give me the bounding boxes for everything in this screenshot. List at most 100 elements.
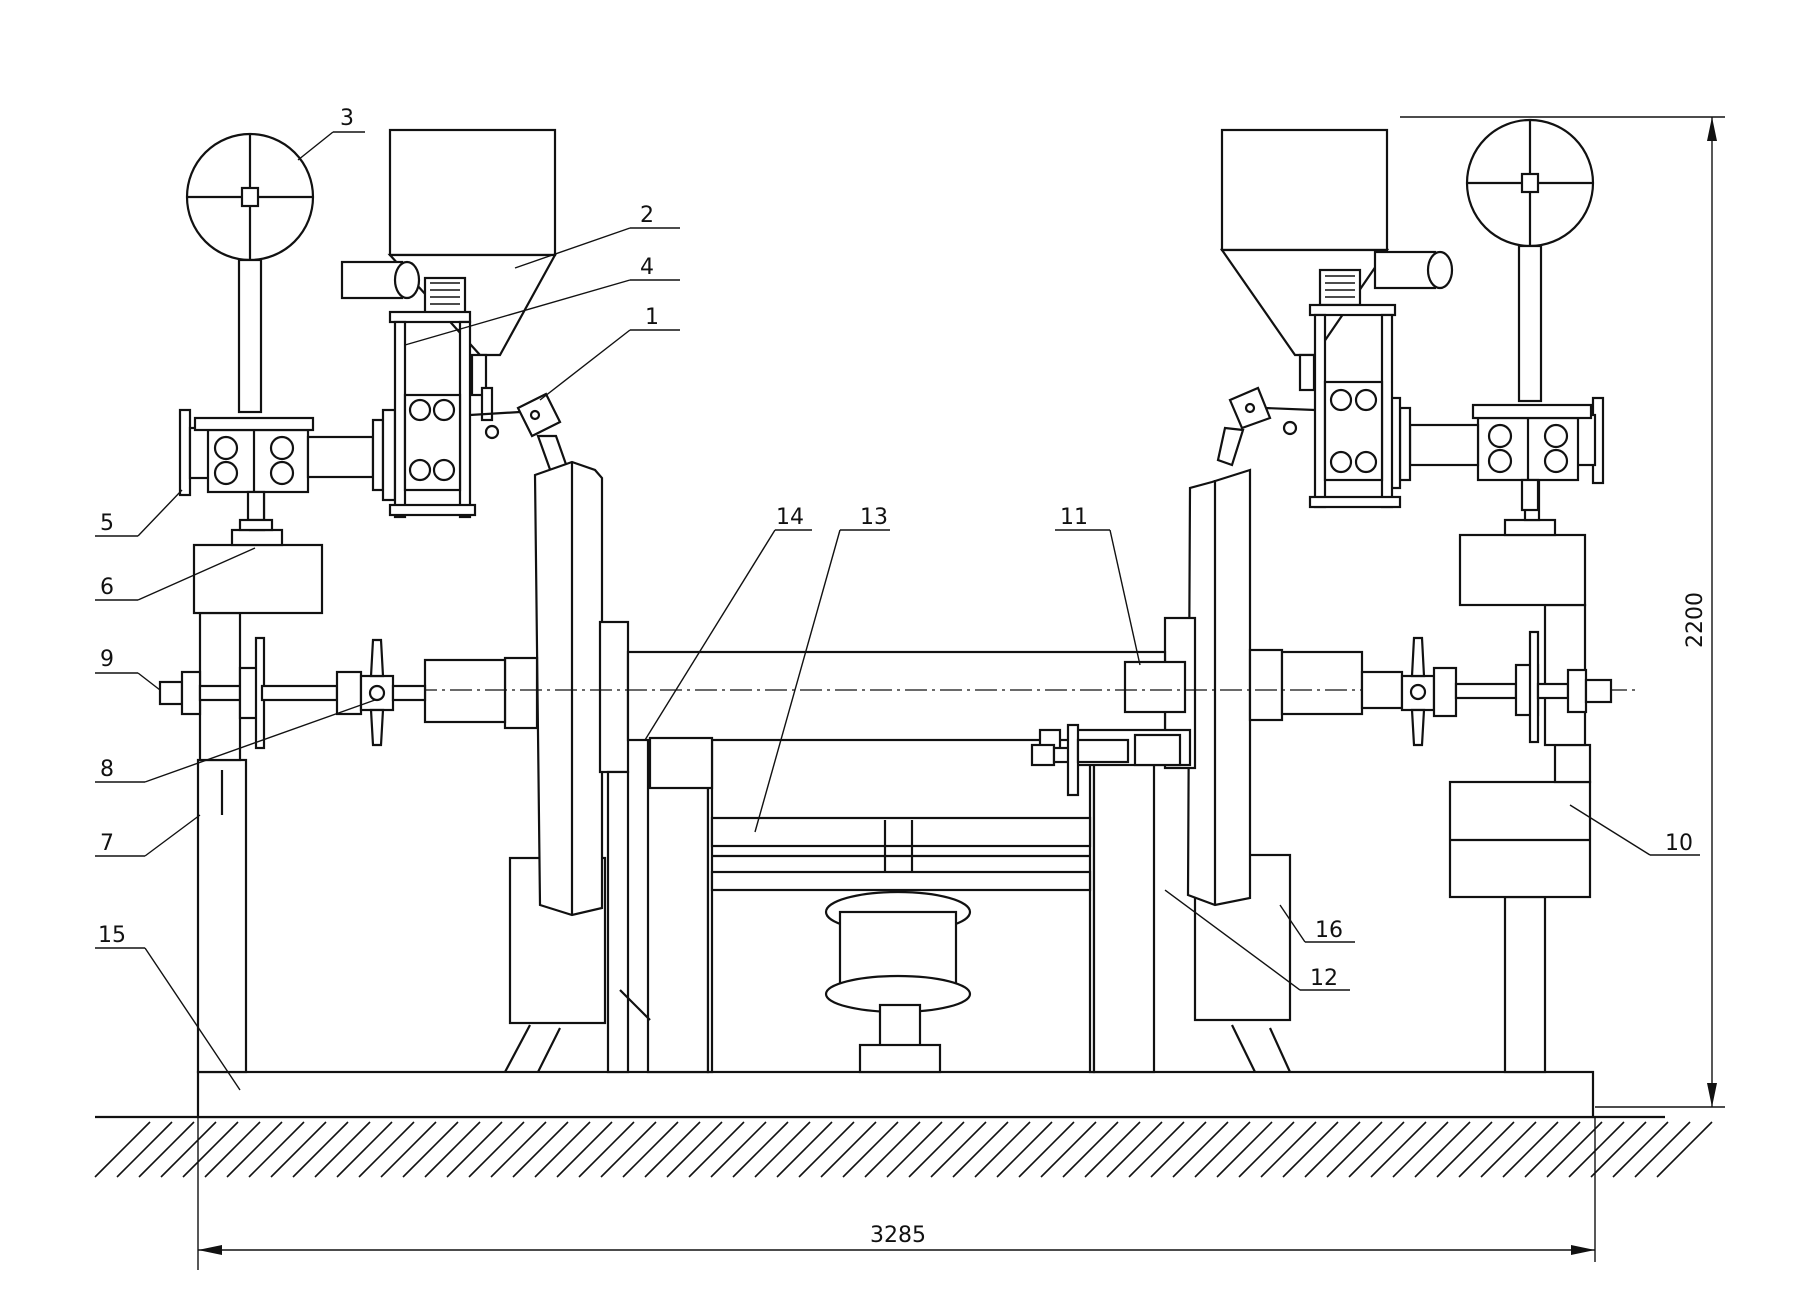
- hatch-line: [952, 1121, 1009, 1178]
- hatch-line: [1326, 1121, 1383, 1178]
- hatch-line: [1370, 1121, 1427, 1178]
- hatch-line: [292, 1121, 349, 1178]
- callout-2: 2: [640, 203, 654, 228]
- hatch-line: [644, 1121, 701, 1178]
- hatch-line: [908, 1121, 965, 1178]
- hatch-line: [1260, 1121, 1317, 1178]
- hatch-line: [512, 1121, 569, 1178]
- hatch-line: [732, 1121, 789, 1178]
- right-spindle: [1360, 630, 1613, 747]
- hatch-line: [864, 1121, 921, 1178]
- hatch-line: [1084, 1121, 1141, 1178]
- right-handwheel-assembly: [1030, 723, 1130, 797]
- hatch-line: [336, 1121, 393, 1178]
- hatch-line: [1238, 1121, 1295, 1178]
- hatch-line: [1502, 1121, 1559, 1178]
- callout-3: 3: [340, 106, 354, 131]
- right-roller-support: [1038, 728, 1192, 1074]
- left-support-column: [196, 611, 248, 1074]
- right-welding-torch: [1216, 386, 1316, 467]
- hatch-line: [402, 1121, 459, 1178]
- right-flux-hopper: [1219, 128, 1390, 392]
- hatch-line: [446, 1121, 503, 1178]
- hatch-line: [820, 1121, 877, 1178]
- callout-4: 4: [640, 255, 654, 280]
- hatch-line: [556, 1121, 613, 1178]
- height-dimension-text: 2200: [1683, 592, 1708, 648]
- frame-legs: [504, 989, 1292, 1073]
- hatch-line: [1216, 1121, 1273, 1178]
- left-wire-reel: [185, 132, 315, 414]
- right-cross-carriage: [1385, 396, 1605, 512]
- hatch-line: [776, 1121, 833, 1178]
- hatch-line: [204, 1121, 261, 1178]
- hatch-line: [1590, 1121, 1647, 1178]
- hatch-line: [1524, 1121, 1581, 1178]
- hatch-line: [182, 1121, 239, 1178]
- left-faceplate: [503, 460, 630, 1025]
- hatch-line: [248, 1121, 305, 1178]
- callout-16: 16: [1315, 918, 1343, 943]
- hatch-line: [1040, 1121, 1097, 1178]
- hatch-line: [138, 1121, 195, 1178]
- hatch-line: [490, 1121, 547, 1178]
- center-drum: [824, 820, 972, 1074]
- callout-15: 15: [98, 923, 126, 948]
- callout-8: 8: [100, 757, 114, 782]
- hatch-line: [1568, 1121, 1625, 1178]
- hatch-line: [1106, 1121, 1163, 1178]
- hatch-line: [600, 1121, 657, 1178]
- left-wire-feeder: [340, 260, 477, 519]
- width-dimension: 3285: [197, 1117, 1596, 1270]
- hatch-line: [1392, 1121, 1449, 1178]
- hatch-line: [380, 1121, 437, 1178]
- hatch-line: [1194, 1121, 1251, 1178]
- cross-beam: [710, 816, 1092, 892]
- callout-12: 12: [1310, 966, 1338, 991]
- hatch-line: [270, 1121, 327, 1178]
- hatch-line: [1282, 1121, 1339, 1178]
- hatch-line: [226, 1121, 283, 1178]
- hatch-line: [710, 1121, 767, 1178]
- hatch-line: [578, 1121, 635, 1178]
- floor-hatching: [94, 1121, 1713, 1178]
- callout-10: 10: [1665, 831, 1693, 856]
- hatch-line: [1348, 1121, 1405, 1178]
- hatch-line: [622, 1121, 679, 1178]
- hatch-line: [1634, 1121, 1691, 1178]
- callout-1: 1: [645, 305, 659, 330]
- hatch-line: [1172, 1121, 1229, 1178]
- hatch-line: [842, 1121, 899, 1178]
- hatch-line: [424, 1121, 481, 1178]
- right-wire-reel: [1465, 118, 1595, 403]
- hatch-line: [1304, 1121, 1361, 1178]
- right-support-column: [1448, 603, 1592, 1074]
- hatch-line: [1128, 1121, 1185, 1178]
- hatch-line: [314, 1121, 371, 1178]
- hatch-line: [886, 1121, 943, 1178]
- callout-11: 11: [1060, 505, 1088, 530]
- hatch-line: [1436, 1121, 1493, 1178]
- left-spindle: [158, 636, 427, 750]
- hatch-line: [1018, 1121, 1075, 1178]
- hatch-line: [468, 1121, 525, 1178]
- hatch-line: [1546, 1121, 1603, 1178]
- hatch-line: [798, 1121, 855, 1178]
- hatch-line: [160, 1121, 217, 1178]
- hatch-line: [1150, 1121, 1207, 1178]
- hatch-line: [688, 1121, 745, 1178]
- hatch-line: [94, 1121, 151, 1178]
- hatch-line: [1062, 1121, 1119, 1178]
- callout-6: 6: [100, 575, 114, 600]
- width-dimension-text: 3285: [870, 1223, 926, 1248]
- hatch-line: [1656, 1121, 1713, 1178]
- left-cross-carriage: [178, 408, 397, 532]
- right-wire-feeder: [1308, 250, 1454, 509]
- callouts: 3 2 4 1 5 6 9 8 7 15: [95, 106, 1700, 1091]
- hatch-line: [930, 1121, 987, 1178]
- hatch-line: [1480, 1121, 1537, 1178]
- floor: [94, 1115, 1713, 1178]
- hatch-line: [534, 1121, 591, 1178]
- left-roller-support: [606, 736, 714, 1074]
